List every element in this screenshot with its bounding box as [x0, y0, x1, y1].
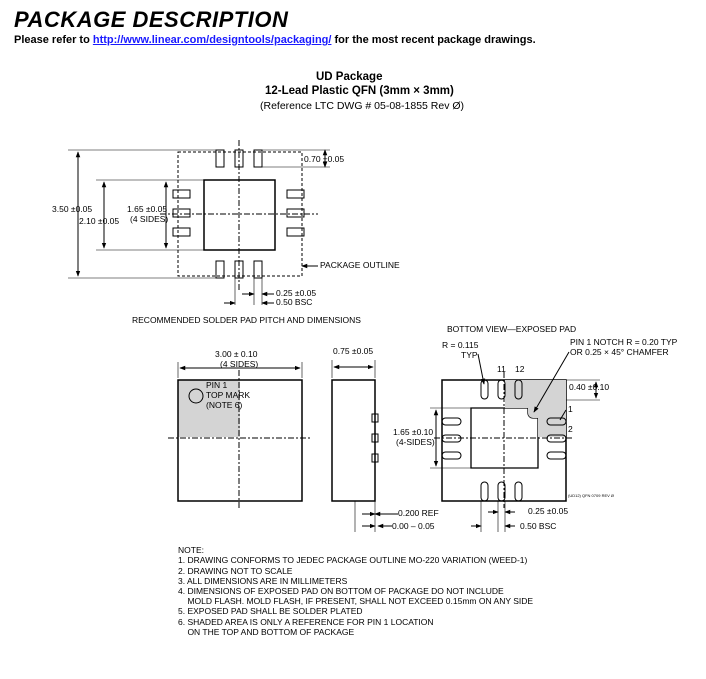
dim-000: 0.00 – 0.05 — [392, 521, 435, 531]
package-outline-label: PACKAGE OUTLINE — [320, 260, 400, 270]
pin-12-label: 12 — [515, 364, 525, 374]
side-view-drawing — [331, 360, 398, 532]
note-line: 1. DRAWING CONFORMS TO JEDEC PACKAGE OUT… — [178, 555, 528, 566]
dim-025-bottom: 0.25 ±0.05 — [528, 506, 569, 516]
chamfer-label: OR 0.25 × 45° CHAMFER — [570, 347, 669, 357]
package-type: 12-Lead Plastic QFN (3mm × 3mm) — [265, 85, 454, 97]
dim-165: 1.65 ±0.05 — [127, 204, 168, 214]
dim-210: 2.10 ±0.05 — [79, 216, 120, 226]
note-line: ON THE TOP AND BOTTOM OF PACKAGE — [178, 626, 355, 637]
pin-11-label: 11 — [497, 364, 506, 374]
reference-line: Please refer to http://www.linear.com/de… — [14, 35, 536, 46]
note-line: 2. DRAWING NOT TO SCALE — [178, 565, 293, 576]
dim-300: 3.00 ± 0.10 — [215, 349, 258, 359]
pin-1-label: 1 — [568, 404, 573, 414]
bottom-view-drawing — [430, 351, 600, 532]
dim-025: 0.25 ±0.05 — [276, 288, 317, 298]
note-line: MOLD FLASH. MOLD FLASH, IF PRESENT, SHAL… — [178, 596, 534, 607]
dim-040: 0.40 ±0.10 — [569, 382, 610, 392]
dim-300-sides: (4 SIDES) — [220, 359, 259, 369]
reference-prefix: Please refer to — [14, 34, 93, 46]
dim-165-bottom-sides: (4-SIDES) — [396, 437, 435, 447]
top-view-drawing — [168, 362, 312, 510]
dim-070: 0.70 ±0.05 — [304, 154, 345, 164]
r0115-label: R = 0.115 — [442, 340, 479, 350]
package-name: UD Package — [316, 71, 383, 83]
notch-label: PIN 1 NOTCH R = 0.20 TYP — [570, 337, 678, 347]
dim-165-sides: (4 SIDES) — [130, 214, 169, 224]
solder-pad-caption: RECOMMENDED SOLDER PAD PITCH AND DIMENSI… — [132, 315, 361, 325]
top-mark-label: TOP MARK — [206, 390, 251, 400]
pin-2-label: 2 — [568, 424, 573, 434]
dim-0200: 0.200 REF — [398, 508, 439, 518]
dim-075: 0.75 ±0.05 — [333, 346, 374, 356]
packaging-link[interactable]: http://www.linear.com/designtools/packag… — [92, 34, 332, 46]
pin1-label: PIN 1 — [206, 380, 228, 390]
dim-050: 0.50 BSC — [276, 297, 313, 307]
note-line: 5. EXPOSED PAD SHALL BE SOLDER PLATED — [178, 606, 363, 617]
note6-label: (NOTE 6) — [206, 400, 243, 410]
note-line: NOTE: — [178, 545, 204, 556]
typ-label: TYP — [461, 350, 478, 360]
solder-pad-drawing — [68, 140, 330, 306]
notes-block: NOTE:1. DRAWING CONFORMS TO JEDEC PACKAG… — [178, 535, 533, 647]
dim-165-bottom: 1.65 ±0.10 — [393, 427, 434, 437]
section-heading: PACKAGE DESCRIPTION — [14, 7, 289, 32]
bottom-view-title: BOTTOM VIEW—EXPOSED PAD — [447, 324, 577, 334]
package-reference: (Reference LTC DWG # 05-08-1855 Rev Ø) — [260, 100, 465, 112]
dim-350: 3.50 ±0.05 — [52, 204, 93, 214]
note-line: 6. SHADED AREA IS ONLY A REFERENCE FOR P… — [178, 616, 434, 627]
drawing-code: (UD12) QFN 0709 REV Ø — [568, 493, 615, 498]
note-line: 3. ALL DIMENSIONS ARE IN MILLIMETERS — [178, 575, 348, 586]
note-line: 4. DIMENSIONS OF EXPOSED PAD ON BOTTOM O… — [178, 586, 504, 597]
reference-suffix: for the most recent package drawings. — [331, 34, 536, 46]
dim-050-bottom: 0.50 BSC — [520, 521, 557, 531]
